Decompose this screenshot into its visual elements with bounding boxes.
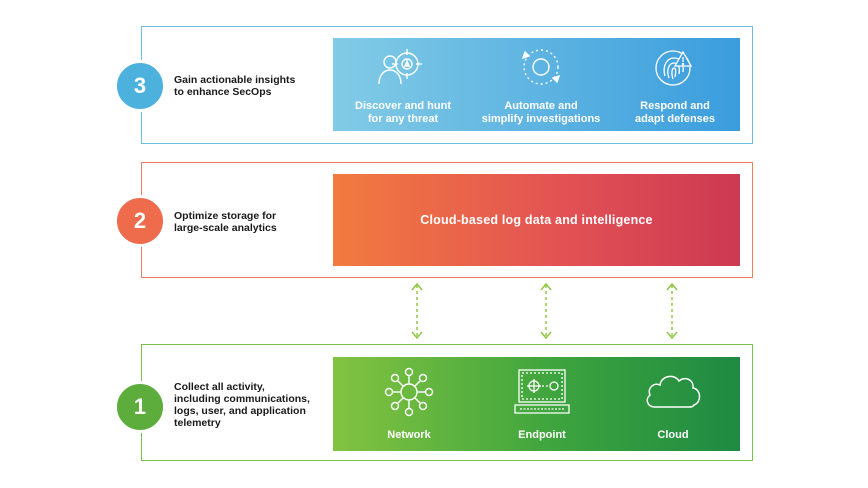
- respond-item: Respond and adapt defenses: [605, 44, 745, 126]
- tier-1-badge: 1: [114, 381, 166, 433]
- automate-item: Automate and simplify investigations: [471, 44, 611, 126]
- tier-1-box: 1 Collect all activity, including commun…: [114, 344, 753, 461]
- collection-panel: Network Endpoint Cloud: [333, 357, 740, 451]
- tier-3-badge: 3: [114, 60, 166, 112]
- connector-arrow-network: [411, 282, 423, 340]
- storage-panel-text: Cloud-based log data and intelligence: [420, 213, 653, 227]
- cloud-icon: [646, 375, 701, 408]
- tier-3-label: Gain actionable insights to enhance SecO…: [174, 74, 296, 98]
- network-item: Network: [339, 367, 479, 442]
- fingerprint-alert-icon: [655, 50, 693, 86]
- tier-2-badge: 2: [114, 195, 166, 247]
- discover-hunt-item: Discover and hunt for any threat: [333, 44, 473, 126]
- endpoint-item: Endpoint: [472, 367, 612, 442]
- tier-3-box: 3 Gain actionable insights to enhance Se…: [114, 26, 753, 144]
- tier-1-label: Collect all activity, including communic…: [174, 381, 310, 429]
- network-icon: [384, 367, 434, 417]
- automate-label: Automate and simplify investigations: [481, 100, 601, 125]
- tier-2-box: 2 Optimize storage for large-scale analy…: [114, 162, 753, 278]
- insights-panel: Discover and hunt for any threat Automat…: [333, 38, 740, 131]
- cloud-item: Cloud: [603, 367, 743, 442]
- connector-arrow-cloud: [666, 282, 678, 340]
- threat-hunt-icon: [378, 49, 422, 85]
- cloud-label: Cloud: [657, 429, 689, 441]
- network-label: Network: [387, 429, 431, 441]
- automation-cycle-icon: [521, 49, 561, 85]
- storage-panel: Cloud-based log data and intelligence: [333, 174, 740, 266]
- respond-label: Respond and adapt defenses: [634, 100, 716, 125]
- discover-hunt-label: Discover and hunt for any threat: [355, 100, 451, 125]
- connector-arrow-endpoint: [540, 282, 552, 340]
- endpoint-icon: [514, 369, 570, 414]
- endpoint-label: Endpoint: [518, 429, 566, 441]
- tier-2-label: Optimize storage for large-scale analyti…: [174, 210, 277, 234]
